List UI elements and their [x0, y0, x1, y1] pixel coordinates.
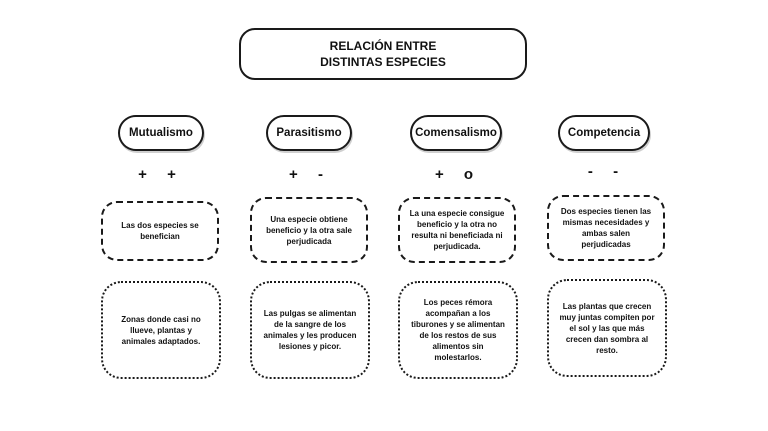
example-parasitismo: Las pulgas se alimentan de la sangre de …	[250, 281, 370, 379]
diagram-title: RELACIÓN ENTRE DISTINTAS ESPECIES	[320, 38, 446, 70]
definition-parasitismo: Una especie obtiene beneficio y la otra …	[250, 197, 368, 263]
definition-comensalismo: La una especie consigue beneficio y la o…	[398, 197, 516, 263]
category-mutualismo: Mutualismo	[118, 115, 204, 151]
signs-comensalismo: + o	[434, 166, 482, 183]
example-competencia: Las plantas que crecen muy juntas compit…	[547, 279, 667, 377]
signs-parasitismo: + -	[289, 166, 331, 183]
example-mutualismo: Zonas donde casi no llueve, plantas y an…	[101, 281, 221, 379]
diagram-title-box: RELACIÓN ENTRE DISTINTAS ESPECIES	[239, 28, 527, 80]
example-comensalismo: Los peces rémora acompañan a los tiburon…	[398, 281, 518, 379]
category-comensalismo: Comensalismo	[410, 115, 502, 151]
signs-mutualismo: + +	[138, 166, 184, 183]
category-parasitismo: Parasitismo	[266, 115, 352, 151]
definition-mutualismo: Las dos especies se benefician	[101, 201, 219, 261]
title-line-1: RELACIÓN ENTRE	[329, 39, 437, 53]
definition-competencia: Dos especies tienen las mismas necesidad…	[547, 195, 665, 261]
title-line-2: DISTINTAS ESPECIES	[320, 55, 446, 69]
signs-competencia: - -	[587, 163, 627, 180]
category-competencia: Competencia	[558, 115, 650, 151]
